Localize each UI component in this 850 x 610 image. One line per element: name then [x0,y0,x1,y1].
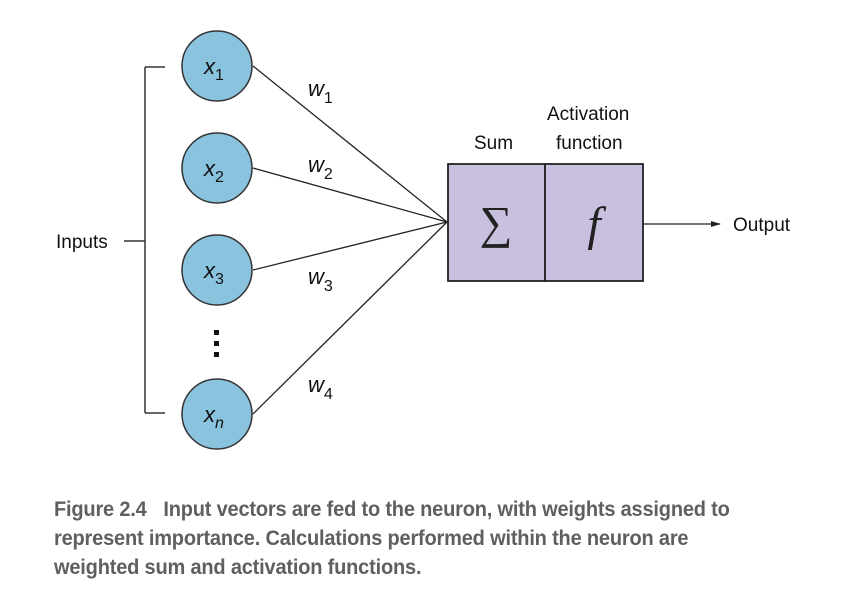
svg-text:xn: xn [203,402,224,432]
connection-2 [252,167,448,223]
weight-connections [252,65,448,415]
input-node-3: x3 [181,234,253,306]
weight-label-4: w4 [308,372,333,403]
svg-text:x3: x3 [203,258,224,288]
ellipsis-vertical [214,330,219,357]
input-node-2: x2 [181,132,253,204]
input-node-1: x1 [181,30,253,102]
sum-box: ∑ [447,163,546,282]
caption-text: Input vectors are fed to the neuron, wit… [54,497,730,579]
activation-box: f [544,163,644,282]
weight-label-1: w1 [308,76,333,107]
connection-1 [252,65,448,223]
inputs-label: Inputs [56,232,108,253]
inputs-bracket [124,66,165,414]
connection-3 [252,221,448,271]
activation-label-line1: Activation [547,104,629,125]
input-node-n: xn [181,378,253,450]
activation-label-line2: function [556,133,623,154]
svg-text:x2: x2 [203,156,224,186]
sigma-symbol: ∑ [480,197,513,248]
sum-label: Sum [474,133,513,154]
neuron-diagram: Inputs x1 x2 x3 xn w1 w2 w3 w4 Sum Activ… [56,30,791,450]
figure-number: Figure 2.4 [54,497,147,521]
weight-label-2: w2 [308,152,333,183]
svg-text:x1: x1 [203,54,224,84]
weight-label-3: w3 [308,264,333,295]
output-label: Output [733,215,791,236]
connection-4 [252,221,448,415]
